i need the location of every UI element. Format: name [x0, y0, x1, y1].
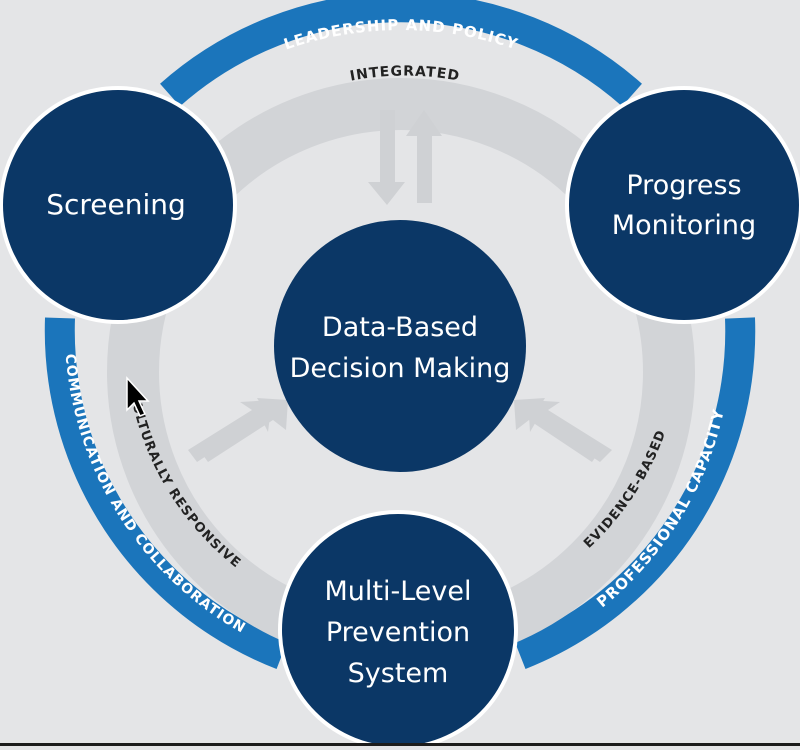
- arrow-left: [188, 398, 288, 462]
- node-progress-line2: Monitoring: [612, 210, 756, 241]
- node-screening[interactable]: Screening: [0, 86, 237, 324]
- node-progress-monitoring[interactable]: Progress Monitoring: [565, 86, 800, 324]
- node-progress-line1: Progress: [626, 170, 741, 201]
- node-mlps-line1: Multi-Level: [324, 576, 471, 607]
- node-mlps-line2: Prevention: [326, 617, 470, 648]
- arrow-top: [368, 110, 442, 205]
- inner-label-top: INTEGRATED: [349, 64, 461, 85]
- mouse-cursor-icon: [126, 376, 150, 417]
- outer-ring: [44, 0, 756, 669]
- outer-arc-left: [44, 317, 288, 669]
- node-data-based-decision-making[interactable]: Data-Based Decision Making: [274, 220, 526, 472]
- node-center-circle: [274, 220, 526, 472]
- node-multi-level-prevention-system[interactable]: Multi-Level Prevention System: [278, 510, 518, 750]
- node-center-line1: Data-Based: [322, 312, 478, 343]
- node-center-line2: Decision Making: [290, 353, 511, 384]
- node-mlps-line3: System: [348, 658, 449, 689]
- outer-arc-top: [160, 0, 642, 107]
- inner-label-top-text: INTEGRATED: [349, 64, 460, 85]
- frame-bottom-edge: [0, 743, 800, 746]
- connector-arrows: [188, 110, 612, 462]
- node-screening-circle: [0, 86, 237, 324]
- outer-arc-right: [514, 317, 756, 669]
- node-progress-circle: [565, 86, 800, 324]
- arrow-right: [514, 398, 612, 462]
- node-screening-label: Screening: [46, 188, 186, 221]
